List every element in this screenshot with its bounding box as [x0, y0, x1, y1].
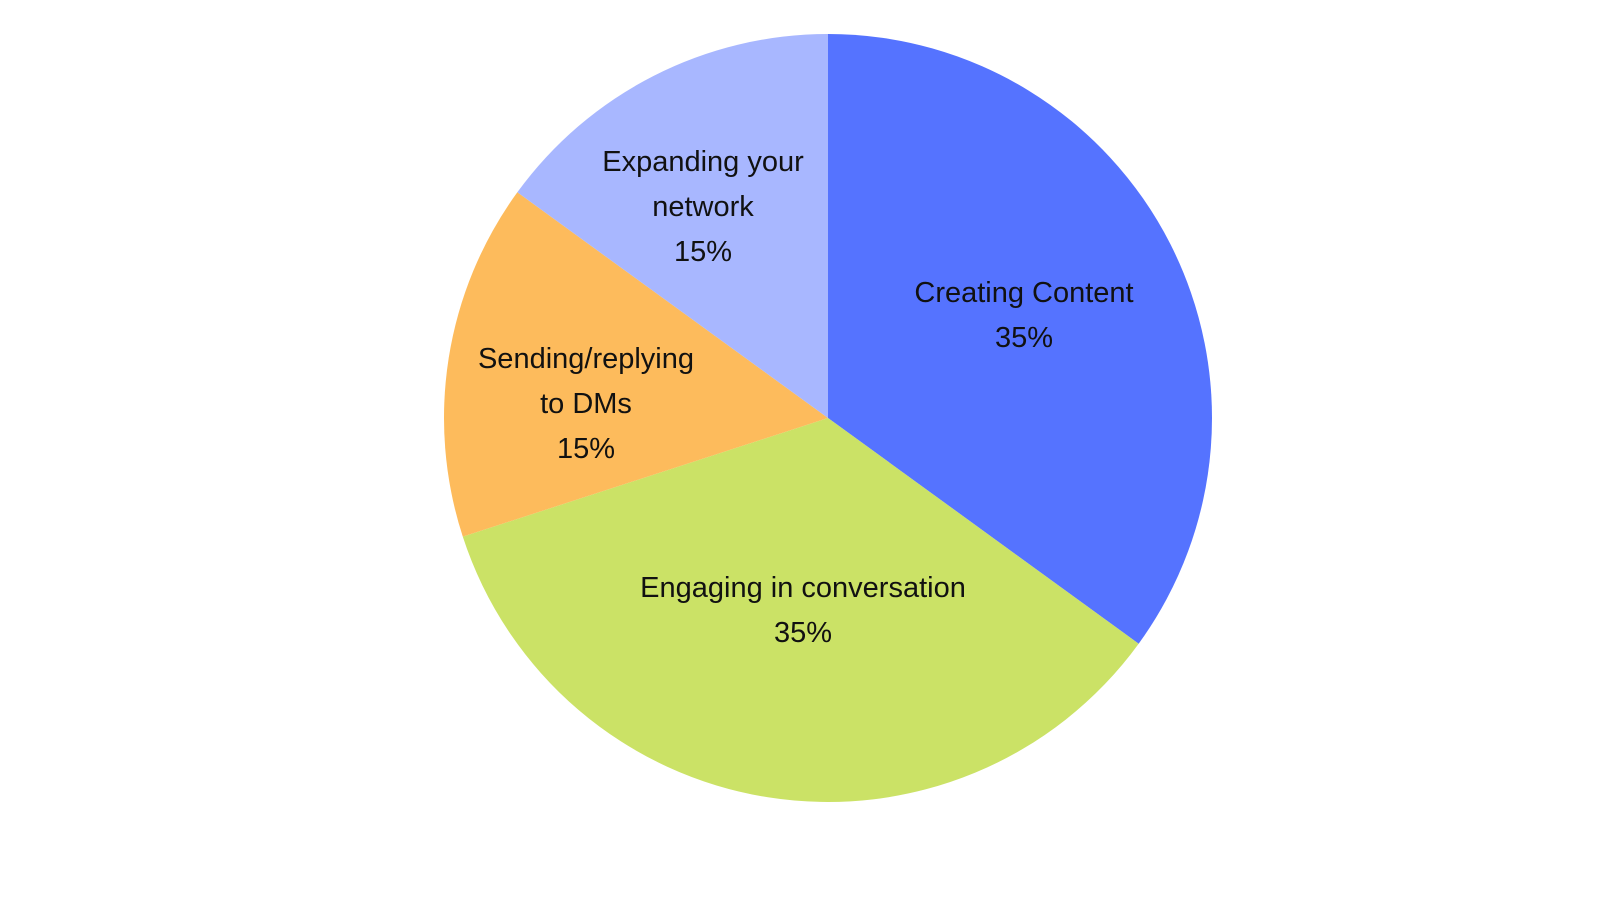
- slice-name-line: Expanding your: [602, 146, 804, 178]
- slice-value-label: 15%: [674, 236, 732, 268]
- slice-name-line: network: [652, 191, 754, 223]
- slice-label-1: Engaging in conversation 35%: [640, 572, 966, 649]
- slice-value-label: 35%: [995, 322, 1053, 354]
- slice-label-0: Creating Content 35%: [914, 277, 1133, 354]
- slice-name-line: to DMs: [540, 388, 632, 420]
- slice-value-label: 15%: [557, 433, 615, 465]
- pie-slice-2: [443, 192, 828, 537]
- pie-slices: [443, 34, 1212, 803]
- slice-name-line: Engaging in conversation: [640, 572, 966, 604]
- slice-label-2: Sending/replying to DMs 15%: [478, 343, 694, 465]
- pie-slice-0: [828, 34, 1212, 644]
- pie-slice-1: [462, 418, 1139, 803]
- slice-name-line: Sending/replying: [478, 343, 694, 375]
- slice-value-label: 35%: [774, 617, 832, 649]
- slice-label-3: Expanding your network 15%: [602, 146, 804, 268]
- pie-slice-3: [517, 34, 828, 418]
- slice-name-line: Creating Content: [914, 277, 1133, 309]
